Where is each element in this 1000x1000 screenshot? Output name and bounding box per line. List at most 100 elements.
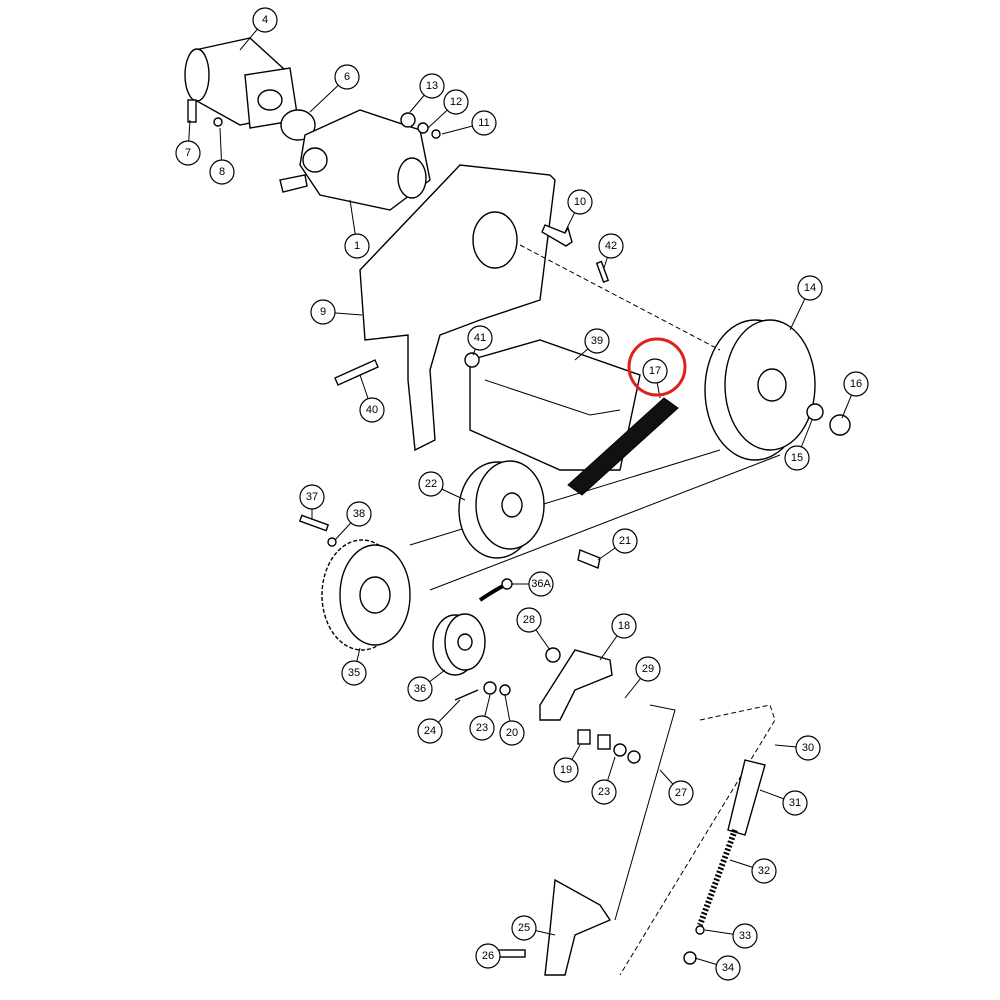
- callout-circle: [419, 73, 445, 99]
- part-rod-17: [567, 397, 679, 496]
- part-washer: [627, 750, 641, 764]
- callout-circle: [341, 660, 367, 686]
- callout-label: 4: [262, 14, 268, 26]
- callout-label: 8: [219, 166, 225, 178]
- callout-circle: [475, 943, 501, 969]
- part-nut: [683, 951, 697, 965]
- callout-36: 36: [407, 669, 446, 702]
- callout-label: 9: [320, 306, 326, 318]
- callout-23: 23: [591, 756, 617, 805]
- callout-12: 12: [427, 89, 469, 129]
- callout-circle: [334, 64, 360, 90]
- callout-label: 36A: [531, 578, 551, 590]
- callout-25: 25: [511, 915, 556, 941]
- callout-label: 25: [518, 922, 530, 934]
- callout-label: 7: [185, 147, 191, 159]
- part-arm: [539, 649, 613, 721]
- callout-29: 29: [624, 656, 661, 699]
- callout-label: 24: [424, 725, 436, 737]
- callout-22: 22: [418, 471, 466, 501]
- alignment-line: [519, 244, 721, 351]
- callout-24: 24: [417, 699, 461, 744]
- part-bolt: [334, 359, 379, 386]
- callout-circle: [668, 780, 694, 806]
- part-bracket: [469, 339, 641, 471]
- callout-14: 14: [789, 275, 823, 331]
- callout-39: 39: [574, 328, 610, 361]
- callout-41: 41: [467, 325, 493, 356]
- callout-circle: [598, 233, 624, 259]
- callout-label: 33: [739, 930, 751, 942]
- part-bolt: [541, 224, 573, 247]
- callout-10: 10: [564, 189, 593, 233]
- callout-label: 40: [366, 404, 378, 416]
- callout-circle: [635, 656, 661, 682]
- callout-circle: [469, 715, 495, 741]
- callout-circle: [471, 110, 497, 136]
- callout-circle: [611, 613, 637, 639]
- callout-40: 40: [359, 374, 385, 423]
- part-pin: [577, 549, 601, 569]
- callout-17: 17: [642, 358, 668, 399]
- callout-circle: [346, 501, 372, 527]
- callout-circle: [443, 89, 469, 115]
- callout-42: 42: [598, 233, 624, 269]
- part-clip: [695, 925, 705, 935]
- callout-label: 22: [425, 478, 437, 490]
- callout-30: 30: [774, 735, 821, 761]
- callout-label: 13: [426, 80, 438, 92]
- callout-28: 28: [516, 607, 551, 651]
- callout-circle: [782, 790, 808, 816]
- callout-label: 41: [474, 332, 486, 344]
- callout-circle: [528, 571, 554, 597]
- part-washer: [431, 129, 441, 139]
- callout-label: 17: [649, 365, 661, 377]
- callout-label: 38: [353, 508, 365, 520]
- part-washer: [499, 684, 511, 696]
- callout-36A: 36A: [512, 571, 554, 597]
- highlight-circle: [627, 337, 687, 397]
- callout-label: 36: [414, 683, 426, 695]
- callout-20: 20: [499, 694, 525, 746]
- callout-circle: [359, 397, 385, 423]
- callout-label: 31: [789, 797, 801, 809]
- part-washer: [806, 403, 824, 421]
- callout-label: 18: [618, 620, 630, 632]
- part-spring: [697, 828, 738, 927]
- callout-circle: [642, 358, 668, 384]
- callout-label: 14: [804, 282, 816, 294]
- callout-27: 27: [659, 769, 694, 806]
- part-nut: [464, 352, 480, 368]
- callout-label: 42: [605, 240, 617, 252]
- part-bushing: [545, 647, 561, 663]
- callout-4: 4: [239, 7, 278, 51]
- callout-circle: [612, 528, 638, 554]
- callout-circle: [299, 484, 325, 510]
- callout-label: 34: [722, 962, 734, 974]
- callout-label: 29: [642, 663, 654, 675]
- callout-label: 37: [306, 491, 318, 503]
- callout-label: 16: [850, 378, 862, 390]
- callout-label: 26: [482, 950, 494, 962]
- callout-circle: [175, 140, 201, 166]
- callout-label: 1: [354, 240, 360, 252]
- part-sprocket: [321, 539, 411, 651]
- part-washer: [213, 117, 223, 127]
- callout-8: 8: [209, 127, 235, 185]
- callout-11: 11: [441, 110, 497, 136]
- callout-32: 32: [729, 858, 777, 884]
- callout-7: 7: [175, 119, 201, 166]
- callout-circle: [407, 676, 433, 702]
- callout-label: 39: [591, 335, 603, 347]
- callout-label: 30: [802, 742, 814, 754]
- callout-circle: [751, 858, 777, 884]
- callout-circle: [553, 757, 579, 783]
- callout-label: 35: [348, 667, 360, 679]
- callout-circle: [418, 471, 444, 497]
- callout-circle: [252, 7, 278, 33]
- callout-label: 23: [598, 786, 610, 798]
- part-washer: [483, 681, 497, 695]
- part-fitting: [501, 578, 513, 590]
